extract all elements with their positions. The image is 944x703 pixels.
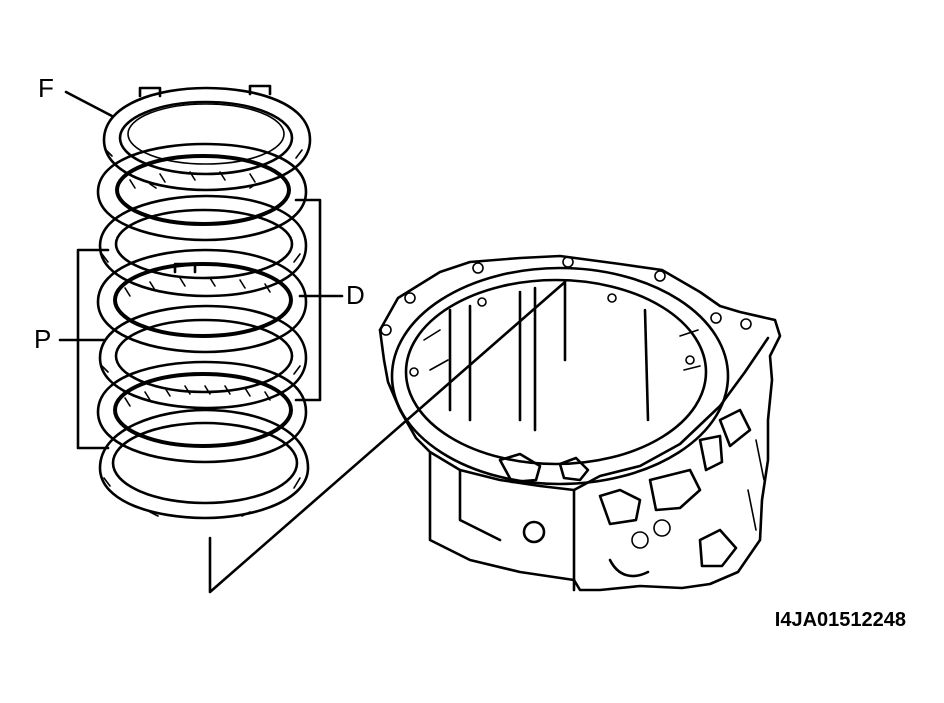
label-d: D <box>346 280 365 310</box>
clutch-disc-2 <box>96 142 308 242</box>
clutch-plate-5 <box>98 304 308 410</box>
installation-arrow <box>208 280 567 594</box>
clutch-flange-top <box>102 84 312 192</box>
clutch-pack <box>96 84 312 520</box>
clutch-disc-4 <box>96 248 308 354</box>
clutch-plate-3 <box>98 194 308 298</box>
label-f: F <box>38 73 54 103</box>
bracket-d <box>294 198 322 402</box>
callout-leaders <box>58 90 344 450</box>
install-path-line <box>208 280 567 594</box>
label-p: P <box>34 324 51 354</box>
bracket-p <box>76 248 110 450</box>
figure-code: I4JA01512248 <box>775 609 906 631</box>
clutch-ring-bottom <box>98 408 310 520</box>
leader-line-f <box>64 90 114 118</box>
clutch-disc-6 <box>96 360 308 464</box>
transmission-case <box>378 254 782 592</box>
case-bolt-holes <box>380 256 752 377</box>
